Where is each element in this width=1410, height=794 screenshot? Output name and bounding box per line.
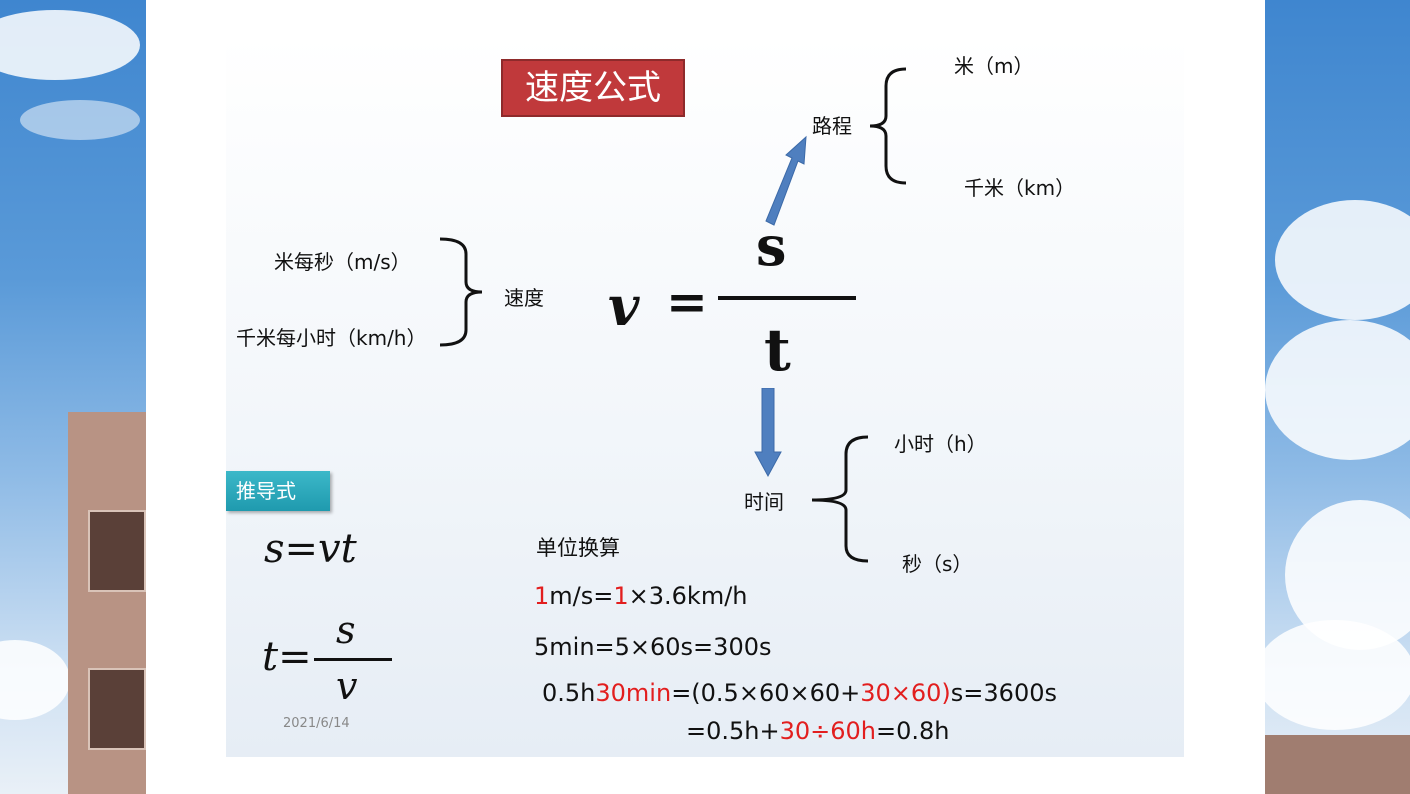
derived-formula-t-num: s [336, 608, 356, 652]
distance-unit-m: 米（m） [954, 54, 1034, 78]
highlight: 1 [534, 582, 550, 610]
fraction-bar [314, 658, 392, 661]
derived-formula-t-lhs: t= [262, 634, 312, 680]
conversion-line-2: 5min=5×60s=300s [534, 633, 772, 661]
formula-numerator: s [756, 214, 787, 278]
distance-unit-km: 千米（km） [964, 176, 1076, 200]
slide-date: 2021/6/14 [283, 716, 350, 731]
background-left-panel [0, 0, 146, 794]
distance-label: 路程 [812, 114, 852, 138]
brace-icon [869, 67, 907, 185]
speed-unit-kmh: 千米每小时（km/h） [236, 326, 427, 350]
brace-icon [811, 435, 869, 563]
building-window [88, 510, 146, 592]
formula-equals: = [666, 272, 708, 331]
conversion-line-3: 0.5h30min=(0.5×60×60+30×60)s=3600s [542, 679, 1057, 707]
text: s=3600s [950, 679, 1057, 707]
text: ×3.6km/h [628, 582, 748, 610]
brace-icon [439, 237, 483, 347]
derived-formula-t-den: v [336, 664, 358, 708]
derived-badge: 推导式 [226, 471, 330, 511]
time-label: 时间 [744, 490, 784, 514]
text: =0.5h+ [686, 717, 780, 745]
cloud [1265, 320, 1410, 460]
conversion-line-1: 1m/s=1×3.6km/h [534, 582, 748, 610]
highlight: 1 [613, 582, 629, 610]
arrow-up-icon [765, 135, 807, 226]
slide: 速度公式 v = s t 路程 米（m） 千米（km） 米每秒（m/s） 千米每… [226, 36, 1184, 757]
highlight: 30×60) [860, 679, 951, 707]
formula-v: v [608, 274, 640, 338]
speed-label: 速度 [504, 286, 544, 310]
cloud [1265, 620, 1410, 730]
building [1265, 735, 1410, 794]
text: 0.5h [542, 679, 596, 707]
conversion-line-4: =0.5h+30÷60h=0.8h [686, 717, 950, 745]
fraction-bar [718, 296, 856, 300]
conversion-heading: 单位换算 [536, 536, 620, 560]
slide-title: 速度公式 [501, 59, 685, 117]
text: =0.8h [876, 717, 950, 745]
formula-denominator: t [764, 316, 791, 384]
background-right-panel [1265, 0, 1410, 794]
time-unit-h: 小时（h） [894, 432, 987, 456]
derived-formula-s: s=vt [264, 526, 357, 572]
cloud [0, 640, 70, 720]
text: =(0.5×60×60+ [671, 679, 861, 707]
highlight: 30min [595, 679, 672, 707]
highlight: 30÷60h [779, 717, 877, 745]
cloud [0, 10, 140, 80]
building-window [88, 668, 146, 750]
time-unit-s: 秒（s） [902, 552, 973, 576]
arrow-down-icon [754, 388, 782, 478]
speed-unit-ms: 米每秒（m/s） [274, 250, 411, 274]
cloud [20, 100, 140, 140]
cloud [1275, 200, 1410, 320]
text: m/s= [549, 582, 614, 610]
